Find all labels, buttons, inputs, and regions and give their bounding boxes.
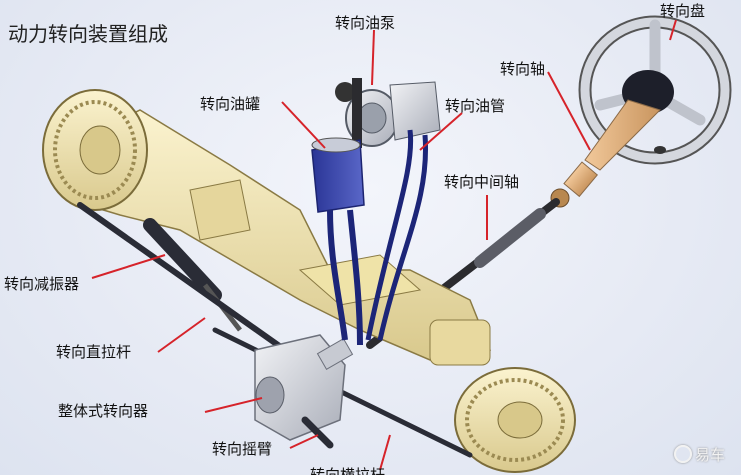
label-tie-rod: 转向横拉杆 (310, 466, 386, 475)
leader-pitman-arm (289, 434, 319, 449)
right-wheel-hub (454, 367, 576, 473)
pitman-arm (301, 416, 334, 449)
label-damper: 转向减振器 (4, 275, 80, 293)
leader-oil-tank (281, 101, 326, 149)
label-steering-wheel: 转向盘 (660, 2, 706, 20)
page-title: 动力转向装置组成 (8, 22, 168, 46)
leader-integral-gear (204, 397, 263, 413)
steering-wheel (578, 15, 732, 165)
leader-lines (91, 19, 677, 471)
left-wheel-hub (42, 89, 148, 211)
label-drag-link: 转向直拉杆 (56, 343, 132, 361)
oil-pump (335, 78, 441, 148)
leader-damper (91, 254, 166, 279)
leader-oil-pump (371, 29, 375, 86)
integral-steering-gear (254, 334, 354, 441)
watermark: 易车 (673, 444, 725, 465)
leader-steering-shaft (547, 71, 591, 151)
label-steering-shaft: 转向轴 (500, 60, 546, 78)
label-oil-pump: 转向油泵 (335, 14, 396, 32)
leader-steering-wheel (669, 19, 677, 41)
leader-tie-rod (379, 434, 391, 471)
leader-oil-pipe (419, 112, 463, 151)
steering-shaft (550, 99, 661, 208)
watermark-logo-icon (673, 445, 692, 463)
label-oil-pipe: 转向油管 (445, 97, 506, 115)
label-intermediate-shaft: 转向中间轴 (444, 173, 520, 191)
watermark-text: 易车 (694, 446, 725, 464)
label-integral-gear: 整体式转向器 (58, 402, 149, 420)
oil-pipes (327, 129, 429, 346)
label-pitman-arm: 转向摇臂 (212, 440, 273, 458)
leader-drag-link (157, 317, 206, 353)
label-oil-tank: 转向油罐 (200, 95, 261, 113)
drag-link (77, 202, 288, 353)
oil-tank (311, 137, 365, 213)
